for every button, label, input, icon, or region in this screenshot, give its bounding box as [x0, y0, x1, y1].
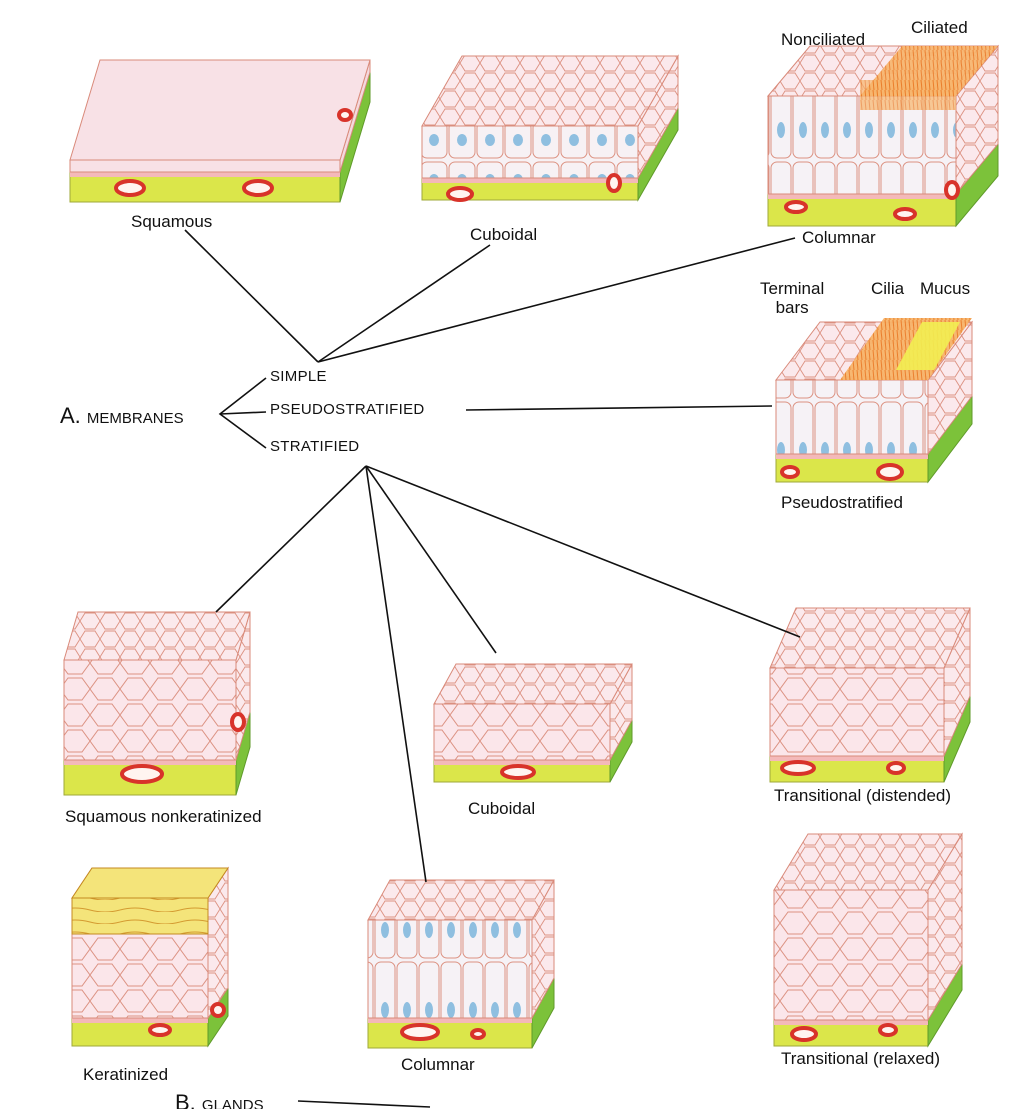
block-simple-squamous-vessel-2 [337, 108, 353, 122]
block-transitional-distended-basement-membrane [770, 756, 944, 761]
block-stratified-columnar-basement-membrane [368, 1018, 532, 1023]
block-simple-cuboidal-epithelium-front [421, 125, 639, 179]
block-transitional-relaxed-vessel-1 [878, 1023, 898, 1037]
section-b-letter: B. [175, 1090, 196, 1109]
label-mucus: Mucus [920, 279, 971, 298]
cilia-front-simple-columnar [860, 80, 956, 110]
block-transitional-distended-epithelium-front [769, 667, 945, 757]
label-stratified-columnar: Columnar [401, 1055, 475, 1074]
block-stratified-squamous-nonkeratinized-basement-membrane [64, 760, 236, 765]
block-stratified-squamous-nonkeratinized-surface [63, 611, 251, 661]
block-simple-columnar [766, 44, 1000, 228]
block-simple-cuboidal-vessel-1 [606, 173, 622, 193]
block-transitional-relaxed-basement-membrane [774, 1020, 928, 1025]
block-stratified-cuboidal-basement-membrane [434, 760, 610, 765]
membranes-brace-middle [219, 411, 267, 415]
label-category-pseudostratified: PSEUDOSTRATIFIED [270, 401, 425, 418]
label-category-simple: SIMPLE [270, 368, 327, 385]
block-stratified-cuboidal-epithelium-front [433, 703, 611, 761]
block-simple-columnar-vessel-0 [784, 200, 808, 214]
mucus-blob-pseudostratified [896, 322, 960, 370]
block-stratified-cuboidal [433, 663, 633, 783]
block-keratinized-basement-membrane [72, 1018, 208, 1023]
block-pseudostratified-basement-membrane [776, 454, 928, 459]
block-stratified-squamous-nonkeratinized [63, 611, 251, 796]
block-simple-columnar-epithelium-front [767, 95, 957, 195]
block-stratified-columnar [367, 879, 555, 1049]
block-simple-cuboidal-surface [421, 55, 679, 127]
block-stratified-cuboidal-surface [433, 663, 633, 705]
block-simple-squamous-surface [69, 59, 371, 161]
block-transitional-relaxed-epithelium-front [773, 889, 929, 1021]
label-category-stratified: STRATIFIED [270, 438, 360, 455]
line-pseudo-to-block [465, 405, 773, 411]
label-cilia: Cilia [871, 279, 905, 298]
label-terminal-bars: Terminal bars [760, 279, 825, 317]
block-transitional-distended-vessel-0 [780, 760, 816, 776]
label-nonciliated: Nonciliated [781, 30, 866, 49]
label-stratified-cuboidal: Cuboidal [468, 799, 536, 818]
block-stratified-columnar-surface [367, 879, 555, 921]
label-transitional-distended: Transitional (distended) [774, 786, 952, 805]
block-stratified-cuboidal-vessel-0 [500, 764, 536, 780]
block-transitional-relaxed [773, 832, 963, 1048]
keratin-layer-front [71, 897, 209, 935]
label-squamous-nonkeratinized: Squamous nonkeratinized [65, 807, 262, 826]
label-keratinized: Keratinized [83, 1065, 169, 1084]
line-strat-to-columnar [365, 465, 427, 883]
line-strat-to-transitional [365, 465, 801, 638]
block-pseudostratified-epithelium-front [775, 379, 929, 455]
section-b-title: GLANDS [201, 1097, 264, 1109]
block-transitional-distended-surface [769, 607, 971, 669]
label-simple-cuboidal: Cuboidal [470, 225, 538, 244]
block-simple-cuboidal-vessel-0 [446, 186, 474, 202]
label-simple-columnar: Columnar [802, 228, 876, 247]
block-stratified-squamous-nonkeratinized-vessel-0 [120, 764, 164, 784]
label-simple-squamous: Squamous [131, 212, 213, 231]
block-simple-columnar-basement-membrane [768, 194, 956, 199]
block-simple-cuboidal-basement-membrane [422, 178, 638, 183]
line-b-to-glands [297, 1100, 431, 1108]
block-simple-cuboidal [421, 54, 679, 202]
block-transitional-distended-vessel-1 [886, 761, 906, 775]
block-pseudostratified-vessel-0 [780, 465, 800, 479]
block-simple-columnar-vessel-1 [893, 207, 917, 221]
label-ciliated: Ciliated [911, 18, 968, 37]
line-strat-to-squamous [215, 465, 367, 613]
section-a-letter: A. [60, 403, 81, 428]
block-keratinized-vessel-1 [210, 1002, 226, 1018]
keratin-layer-top [71, 867, 229, 899]
block-transitional-distended [769, 607, 971, 783]
block-simple-squamous [69, 59, 371, 203]
tissue-blocks [63, 44, 1000, 1049]
block-simple-columnar-vessel-2 [944, 180, 960, 200]
block-keratinized-vessel-0 [148, 1023, 172, 1037]
block-transitional-relaxed-surface [773, 833, 963, 891]
block-simple-squamous-vessel-0 [114, 179, 146, 197]
line-strat-to-cuboidal [365, 465, 497, 654]
label-transitional-relaxed: Transitional (relaxed) [781, 1049, 941, 1068]
block-stratified-columnar-vessel-1 [470, 1028, 486, 1040]
block-pseudostratified-vessel-1 [876, 463, 904, 481]
block-simple-squamous-vessel-1 [242, 179, 274, 197]
block-simple-squamous-epithelium-front [69, 159, 341, 173]
block-stratified-squamous-nonkeratinized-epithelium-front [63, 659, 237, 761]
label-section-b: B. GLANDS [175, 1090, 264, 1109]
line-simple-to-cuboidal [317, 244, 491, 363]
block-stratified-columnar-epithelium-front [367, 919, 533, 1019]
block-simple-squamous-basement-membrane [70, 172, 340, 177]
block-stratified-columnar-vessel-0 [400, 1023, 440, 1041]
connector-lines [184, 229, 801, 1108]
line-simple-to-squamous [184, 229, 319, 363]
block-stratified-squamous-nonkeratinized-vessel-1 [230, 712, 246, 732]
label-section-a: A. MEMBRANES [60, 403, 184, 428]
section-a-title: MEMBRANES [86, 410, 184, 427]
line-simple-to-columnar [317, 237, 796, 363]
block-transitional-relaxed-vessel-0 [790, 1026, 818, 1042]
label-pseudostratified: Pseudostratified [781, 493, 903, 512]
